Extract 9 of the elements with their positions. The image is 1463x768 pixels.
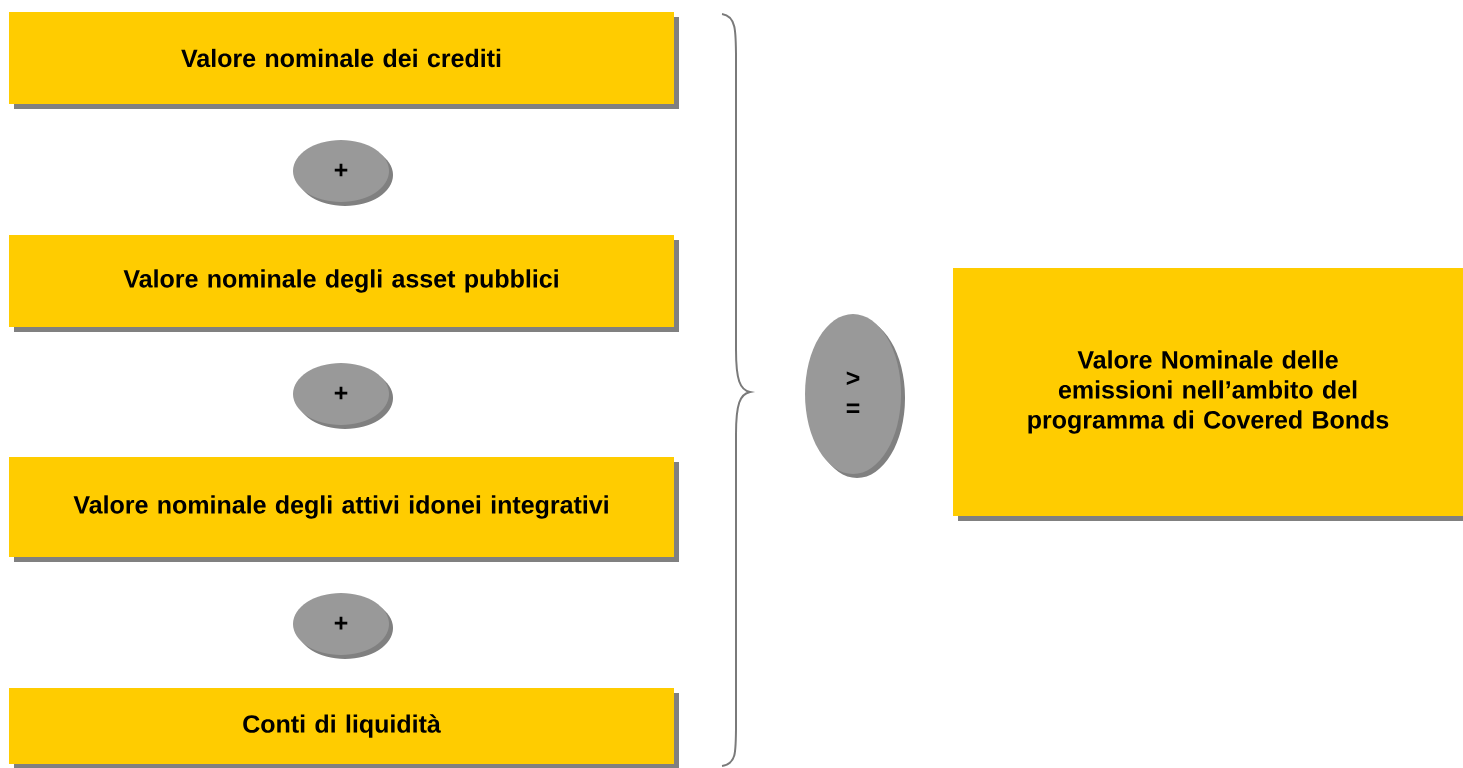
process-box: Conti di liquidità [9,688,679,768]
operator-oval: + [293,140,393,206]
operator-oval: + [293,593,393,659]
process-box: Valore nominale degli attivi idonei integrativi [9,457,679,562]
process-box: Valore Nominale delle emissioni nell’ambito del programma di Covered Bonds [953,268,1463,521]
operator-oval: > = [805,314,905,478]
process-box: Valore nominale degli asset pubblici [9,235,679,332]
process-box: Valore nominale dei crediti [9,12,679,109]
operator-oval: + [293,363,393,429]
